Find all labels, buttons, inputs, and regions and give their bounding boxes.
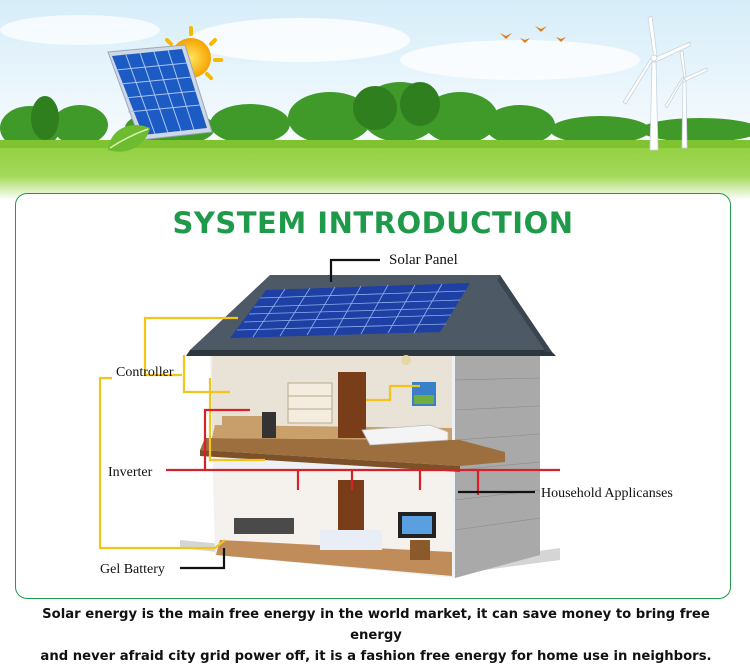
wind-turbine-icon xyxy=(622,15,708,151)
landscape-banner xyxy=(0,0,750,200)
solar-panel-icon xyxy=(107,44,213,141)
label-household-appliances: Household Applicanses xyxy=(541,486,673,501)
label-solar-panel: Solar Panel xyxy=(389,252,458,268)
house-diagram xyxy=(98,258,560,578)
bird-icon xyxy=(500,26,566,43)
page-title: SYSTEM INTRODUCTION xyxy=(172,206,574,240)
caption-line-2: and never afraid city grid power off, it… xyxy=(40,649,712,664)
label-inverter: Inverter xyxy=(108,465,153,480)
caption-line-1: Solar energy is the main free energy in … xyxy=(42,607,710,643)
label-controller: Controller xyxy=(116,365,174,380)
leaf-icon xyxy=(108,124,150,152)
label-gel-battery: Gel Battery xyxy=(100,562,165,577)
caption: Solar energy is the main free energy in … xyxy=(18,604,734,667)
